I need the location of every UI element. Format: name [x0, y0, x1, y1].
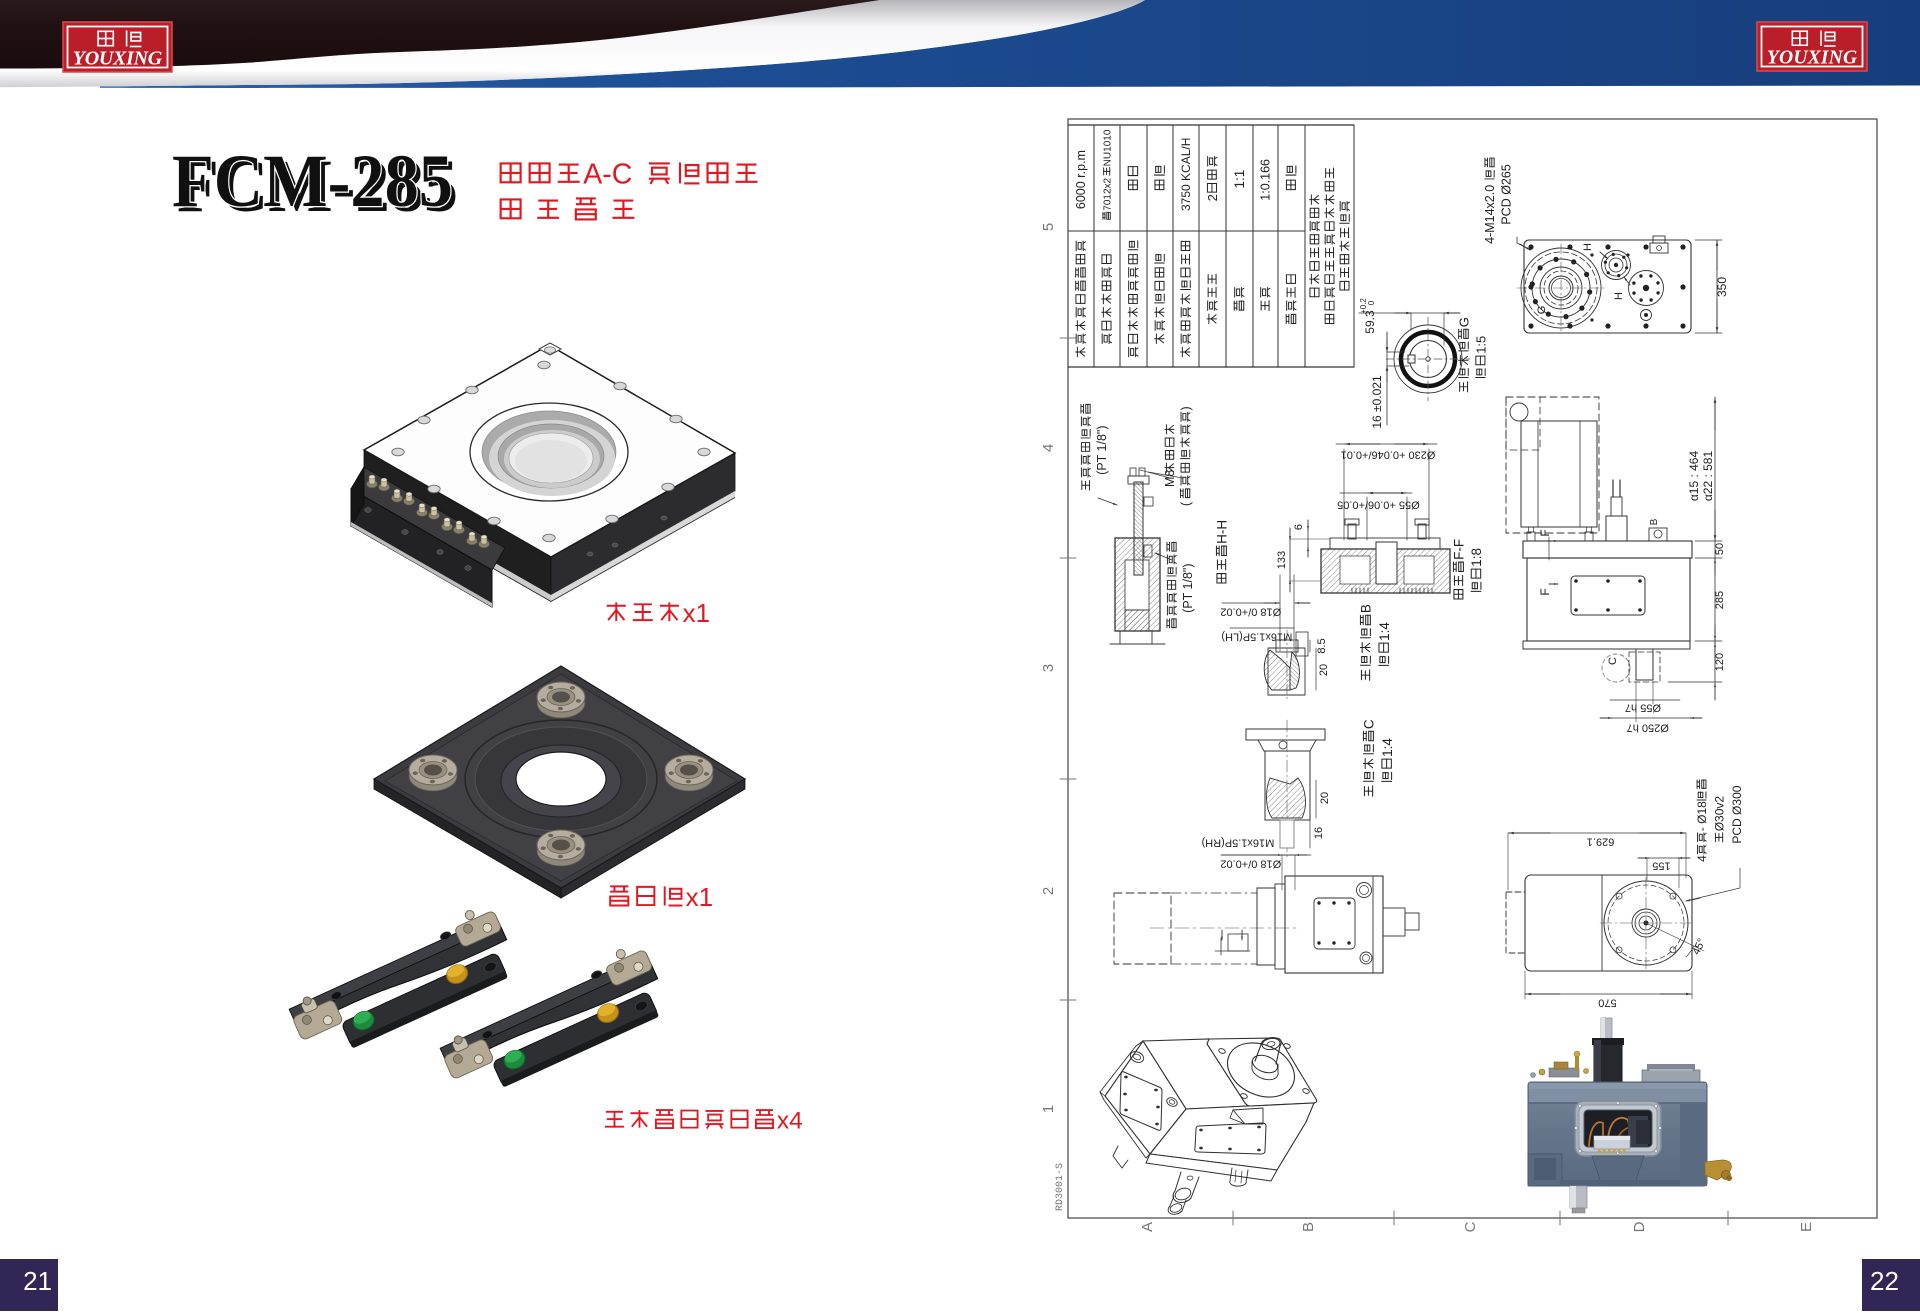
svg-text:D: D: [1631, 1221, 1648, 1232]
svg-text:3750 KCAL/H: 3750 KCAL/H: [1179, 138, 1193, 211]
svg-text:x1: x1: [686, 882, 713, 912]
svg-text:155: 155: [1652, 859, 1670, 871]
svg-text:(PT 1/8"): (PT 1/8"): [1181, 563, 1195, 612]
svg-text:21: 21: [23, 1266, 52, 1296]
svg-text:F: F: [1538, 588, 1552, 595]
svg-text:285: 285: [1714, 591, 1726, 609]
svg-text:H-H: H-H: [1215, 520, 1230, 544]
svg-text:16 ±0.021: 16 ±0.021: [1370, 375, 1384, 429]
svg-text:F-F: F-F: [1452, 539, 1467, 560]
svg-text:Ø30v2: Ø30v2: [1713, 796, 1727, 832]
svg-text:1:5: 1:5: [1473, 336, 1488, 354]
svg-text:A: A: [1139, 1222, 1156, 1232]
svg-text:(: (: [1179, 501, 1193, 506]
svg-text:- Ø18: - Ø18: [1695, 801, 1709, 831]
svg-text:B: B: [1359, 604, 1374, 613]
svg-text:2: 2: [1040, 887, 1057, 895]
svg-text:8.5: 8.5: [1316, 638, 1328, 653]
svg-text:(PT 1/8"): (PT 1/8"): [1095, 425, 1109, 474]
svg-text:0: 0: [1367, 300, 1376, 305]
svg-text:B: B: [1649, 518, 1660, 525]
svg-text:E: E: [1798, 1222, 1815, 1232]
svg-text:C: C: [1462, 1221, 1479, 1232]
svg-text:RD3001-S: RD3001-S: [1055, 1163, 1066, 1211]
svg-text:570: 570: [1598, 996, 1616, 1008]
svg-text:H: H: [1613, 292, 1625, 300]
svg-text:1: 1: [1040, 1105, 1057, 1113]
svg-text:120: 120: [1714, 653, 1726, 671]
svg-text:NU1010: NU1010: [1102, 129, 1113, 166]
svg-text:): ): [1179, 406, 1193, 410]
svg-text:1:1: 1:1: [1232, 170, 1247, 189]
svg-text:59.3: 59.3: [1363, 310, 1377, 334]
svg-text:PCD Ø300: PCD Ø300: [1730, 785, 1744, 843]
svg-text:PCD Ø265: PCD Ø265: [1499, 164, 1513, 224]
svg-text:M16x1.5P(RH): M16x1.5P(RH): [1202, 836, 1275, 848]
svg-text:1:4: 1:4: [1380, 738, 1395, 757]
svg-text:16: 16: [1313, 827, 1325, 839]
svg-text:C: C: [1607, 657, 1619, 665]
svg-text:1:8: 1:8: [1469, 548, 1484, 567]
svg-text:B: B: [1300, 1222, 1317, 1232]
svg-text:G: G: [1456, 317, 1471, 327]
svg-text:45°: 45°: [1690, 937, 1708, 957]
svg-text:22: 22: [1870, 1266, 1899, 1296]
svg-text:6000 r.p.m: 6000 r.p.m: [1074, 150, 1088, 209]
svg-text:20: 20: [1318, 664, 1330, 676]
svg-text:M8: M8: [1163, 470, 1177, 487]
svg-text:4: 4: [1695, 855, 1709, 862]
svg-text:7012x2: 7012x2: [1102, 177, 1113, 210]
svg-text:x4: x4: [777, 1107, 803, 1134]
svg-text:Ø55 h7: Ø55 h7: [1625, 701, 1661, 713]
svg-text:Ø18 0/+0.02: Ø18 0/+0.02: [1220, 605, 1281, 617]
svg-text:FCM-285: FCM-285: [177, 145, 458, 228]
svg-text:M16x1.5P(LH): M16x1.5P(LH): [1221, 630, 1292, 642]
svg-text:4: 4: [1040, 444, 1057, 452]
svg-text:3: 3: [1040, 664, 1057, 672]
svg-text:H: H: [1582, 243, 1594, 251]
svg-text:FCM-285: FCM-285: [172, 140, 453, 223]
svg-text:Ø18 0/+0.02: Ø18 0/+0.02: [1220, 857, 1281, 869]
svg-text:x1: x1: [683, 598, 710, 628]
svg-text:C: C: [1362, 719, 1377, 729]
svg-text:Ø55 +0.06/+0.05: Ø55 +0.06/+0.05: [1337, 498, 1420, 510]
svg-text:YOUXING: YOUXING: [1767, 48, 1857, 69]
svg-text:F: F: [1538, 529, 1552, 536]
svg-text:6: 6: [1293, 524, 1305, 530]
svg-text:50: 50: [1714, 543, 1726, 555]
svg-text:YOUXING: YOUXING: [73, 48, 163, 70]
svg-text:350: 350: [1715, 277, 1729, 297]
svg-text:Ø250 h7: Ø250 h7: [1627, 721, 1669, 733]
svg-text:G: G: [1536, 306, 1548, 315]
svg-text:629.1: 629.1: [1587, 835, 1615, 847]
svg-text:133: 133: [1276, 551, 1288, 569]
svg-text:A-C: A-C: [583, 159, 632, 191]
svg-text:2: 2: [1205, 194, 1220, 201]
svg-text:Ø230 +0.046/+0.01: Ø230 +0.046/+0.01: [1341, 448, 1436, 460]
svg-text:1:0.166: 1:0.166: [1259, 159, 1273, 201]
svg-text:5: 5: [1040, 223, 1057, 231]
svg-text:20: 20: [1319, 792, 1331, 804]
svg-text:α15 : 464: α15 : 464: [1687, 451, 1701, 502]
svg-text:α22 : 581: α22 : 581: [1701, 451, 1715, 502]
svg-text:1:4: 1:4: [1377, 622, 1392, 641]
svg-text:+0.2: +0.2: [1359, 298, 1368, 314]
svg-text:4-M14x2.0: 4-M14x2.0: [1483, 185, 1497, 244]
